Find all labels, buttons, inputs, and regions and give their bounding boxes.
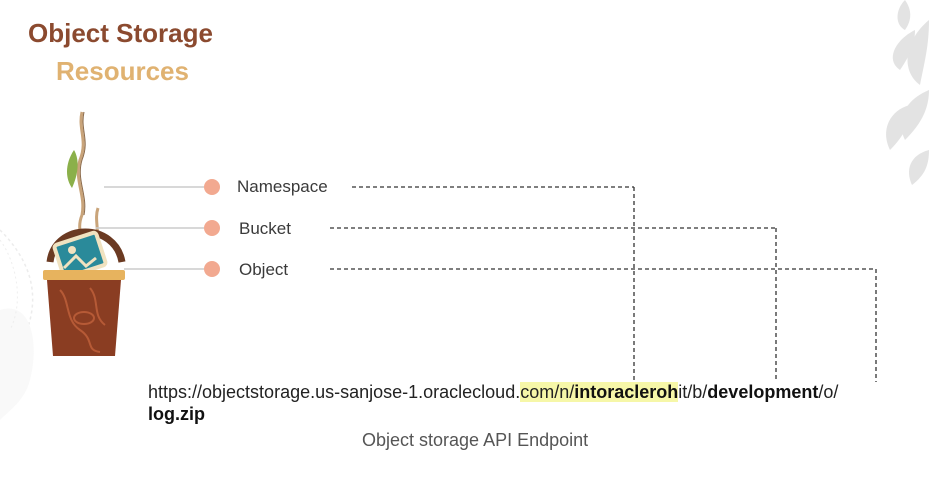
url-namespace-value: intoraclero: [574, 382, 668, 402]
endpoint-caption: Object storage API Endpoint: [362, 430, 589, 450]
url-highlight-n: com/n/intoracleroh: [520, 382, 679, 402]
leaf-decoration-icon: [886, 0, 929, 185]
endpoint-url: https://objectstorage.us-sanjose-1.oracl…: [148, 380, 908, 404]
label-bucket: Bucket: [239, 219, 291, 238]
dashed-connector-bucket: [330, 227, 777, 382]
title-object-storage: Object Storage: [28, 18, 213, 48]
url-namespace-h: h: [667, 382, 679, 402]
url-o-segment: /o/: [818, 382, 839, 402]
dashed-connector-object: [330, 268, 877, 382]
label-namespace: Namespace: [237, 177, 328, 196]
url-object-value: log.zip: [148, 404, 205, 424]
url-n-segment: com/n/: [520, 382, 575, 402]
url-bucket-value: development: [707, 382, 819, 402]
url-prefix: https://objectstorage.us-sanjose-1.oracl…: [148, 382, 521, 402]
namespace-dot: [204, 179, 220, 195]
background-sketch-decoration: [0, 229, 34, 420]
label-object: Object: [239, 260, 289, 279]
title-resources: Resources: [56, 56, 189, 86]
dashed-connector-namespace: [352, 186, 635, 382]
url-namespace-tail: it: [678, 382, 688, 402]
object-dot: [204, 261, 220, 277]
wooden-bucket-icon: [43, 111, 126, 356]
bucket-dot: [204, 220, 220, 236]
url-b-segment: /b/: [687, 382, 708, 402]
